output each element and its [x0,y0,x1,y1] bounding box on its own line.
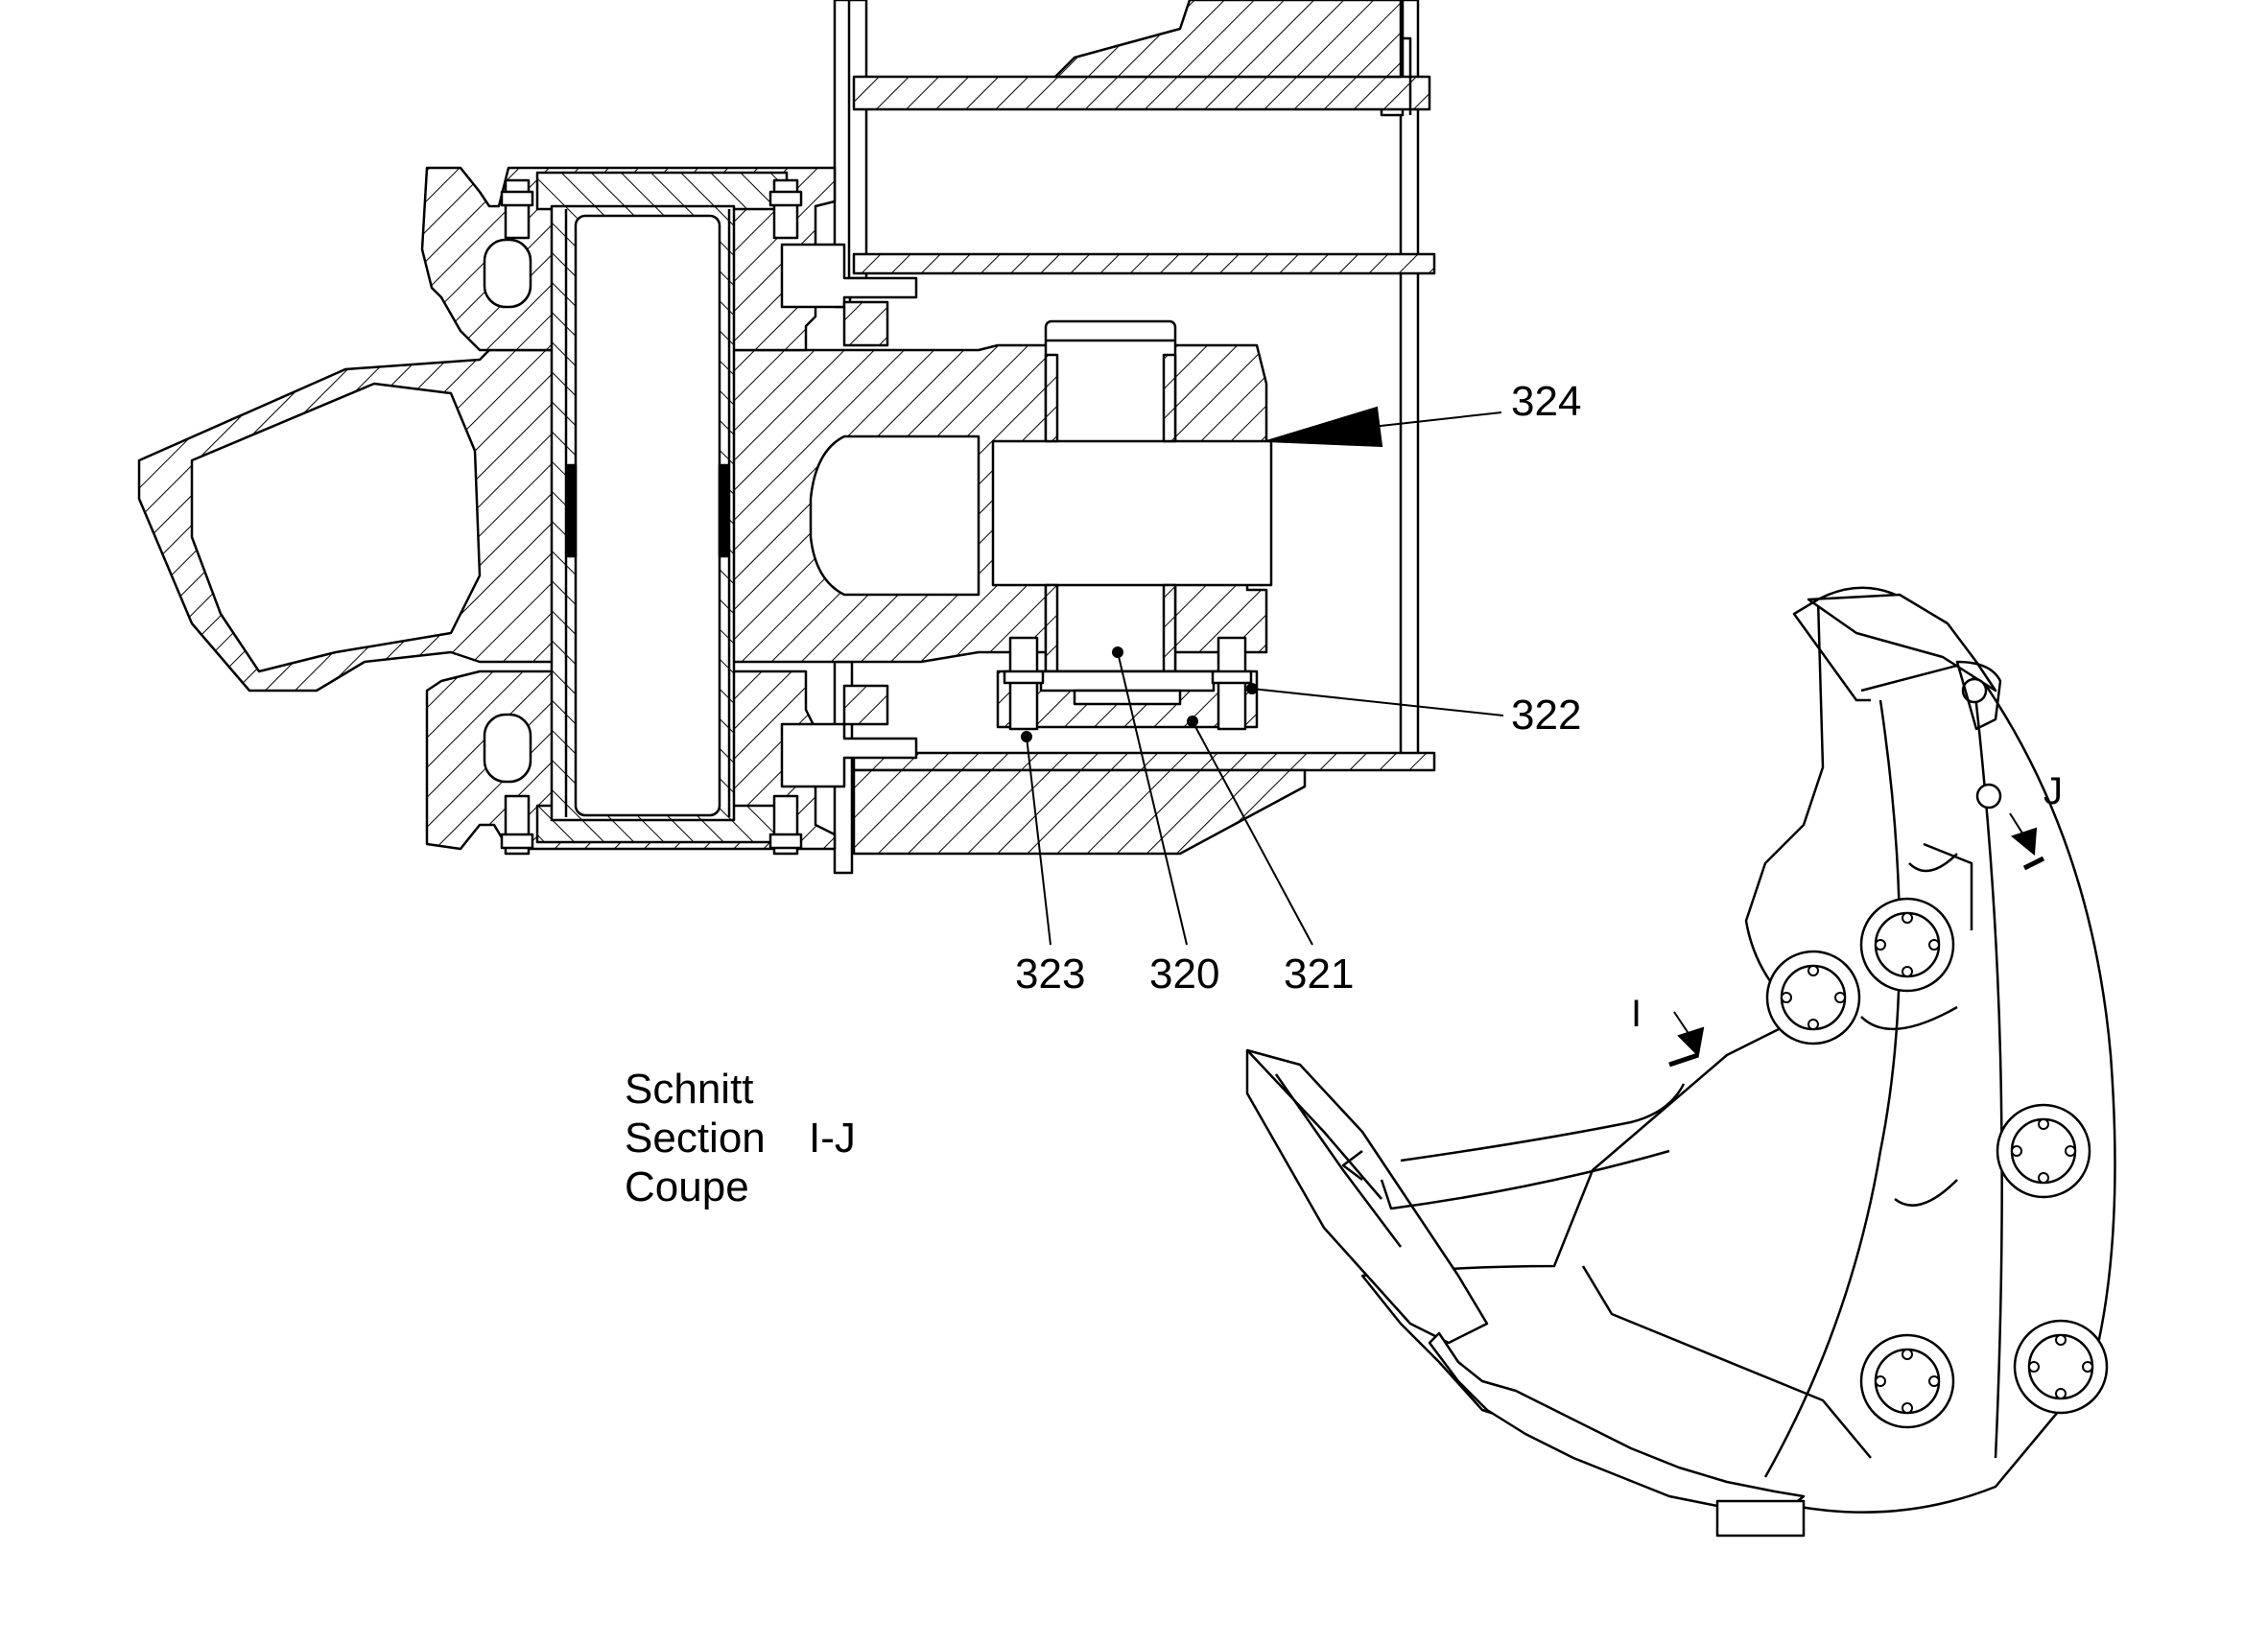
section-arrow-i [1673,1011,1705,1058]
section-mark-i: I [1631,993,1642,1035]
pin-320 [991,319,1273,693]
section-title-line1: Schnitt [625,1066,754,1113]
section-id: I-J [809,1115,856,1162]
mount-5 [2013,1319,2109,1415]
retainer-plate [996,636,1259,731]
leader-323 [1026,736,1051,946]
callout-322: 322 [1511,692,1581,739]
section-mark-j: J [2044,770,2063,812]
callout-323: 323 [1015,951,1085,998]
leader-lines [1021,406,2038,1058]
frame-structure [833,0,1436,875]
callout-320: 320 [1149,951,1219,998]
mount-2 [1765,950,1861,1045]
leader-324 [1265,406,1502,448]
section-arrow-j [2009,812,2038,856]
mount-bolt-dots [1781,912,2093,1414]
section-title-line2: Section [625,1115,766,1162]
mount-4 [1859,1333,1955,1429]
callout-321: 321 [1284,951,1354,998]
ripper-shank [1245,586,2116,1538]
leader-320 [1117,651,1188,946]
cover-bolts [500,178,918,856]
leader-322 [1251,688,1504,716]
leader-321 [1192,720,1313,946]
callout-324: 324 [1511,378,1581,425]
section-title-line3: Coupe [625,1163,749,1210]
king-pin [550,204,736,822]
